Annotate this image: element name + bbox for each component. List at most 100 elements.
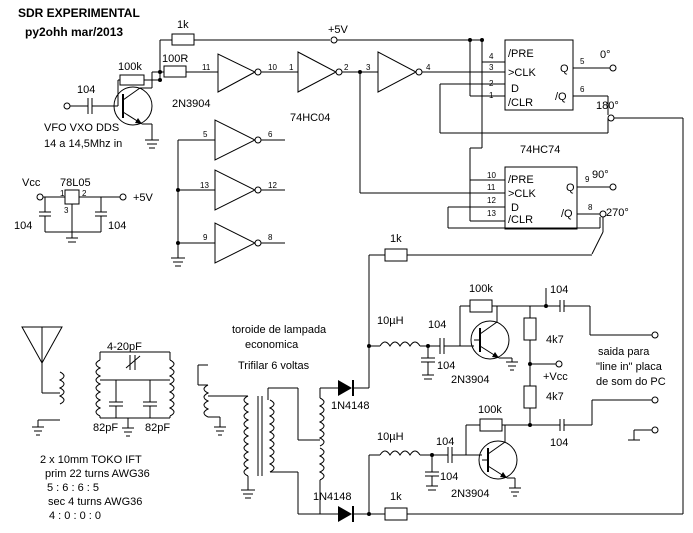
ift-description-line: 4 : 0 : 0 : 0	[49, 510, 101, 522]
regulator-pin-label: 2	[82, 189, 87, 198]
bias-resistor-bottom	[384, 507, 408, 521]
schematic-author: py2ohh mar/2013	[25, 25, 123, 39]
inverter-pin-label: 4	[426, 63, 431, 72]
inverter-pin-label: 11	[202, 63, 211, 72]
flipflop-pin-label: 5	[580, 57, 585, 66]
flipflop-input-label: >CLK	[508, 67, 536, 79]
schematic-title: SDR EXPERIMENTAL	[18, 6, 140, 20]
inverter-pin-label: 5	[203, 130, 208, 139]
audio-output-right-terminal	[651, 396, 659, 404]
ift-description-line: sec 4 turns AWG36	[48, 496, 142, 508]
flipflop-pin-label: 8	[588, 203, 593, 212]
ift-cap-left-label: 82pF	[93, 422, 118, 434]
vcc-label: +Vcc	[543, 371, 568, 383]
phase-0-label: 0°	[600, 49, 611, 61]
coupling-cap-bottom-label: 104	[436, 436, 454, 448]
diode-bottom	[338, 506, 354, 522]
bias-resistor-top	[384, 248, 408, 262]
flipflop-pin-label: 11	[487, 183, 496, 192]
flipflop-pin-label: 6	[580, 85, 585, 94]
vfo-series-resistor-label: 100R	[162, 53, 188, 65]
regulator-pin-label: 1	[60, 189, 65, 198]
audio-output-description: de som do PC	[596, 376, 666, 388]
inverter-pin-label: 8	[268, 233, 273, 242]
phase-90-terminal	[609, 183, 617, 191]
inverter-pin-label: 10	[268, 63, 277, 72]
flipflop-pin-label: 13	[487, 209, 496, 218]
ift-right-resonant-coil	[168, 359, 175, 417]
inverter-gate-unused-3	[178, 222, 285, 264]
coupling-cap-top-label: 104	[428, 319, 446, 331]
ift-left-resonant-coil	[95, 359, 102, 417]
collector-resistor-top-label: 4k7	[546, 334, 564, 346]
ift-cap-right-label: 82pF	[145, 422, 170, 434]
output-cap-bottom-label: 104	[550, 437, 568, 449]
inverter-gate-3	[377, 51, 505, 93]
inverter-pin-label: 2	[344, 63, 349, 72]
supply-label: +5V	[328, 24, 349, 36]
vfo-input-stage: 104 2N3904 100k 1k 100R	[44, 19, 330, 150]
ift-description-line: 5 : 6 : 6 : 5	[47, 482, 99, 494]
phase-90-label: 90°	[592, 169, 609, 181]
bias-resistor-bottom-label: 1k	[390, 491, 402, 503]
feedback-resistor-bottom-label: 100k	[478, 404, 502, 416]
regulator-body	[64, 189, 80, 205]
toroid-description-line: economica	[245, 339, 299, 351]
audio-output-description: "line in" placa	[596, 361, 663, 373]
shunt-cap-top-label: 104	[437, 360, 455, 372]
transistor-bottom-label: 2N3904	[451, 488, 490, 500]
phase-180-label: 180°	[596, 100, 619, 112]
inverter-pin-label: 12	[268, 181, 277, 190]
feedback-resistor-top-label: 100k	[469, 283, 493, 295]
transistor-top	[470, 320, 510, 360]
collector-resistor-bottom	[523, 385, 537, 409]
feedback-resistor-bottom	[479, 418, 503, 432]
vfo-input-terminal	[63, 102, 71, 110]
audio-output-description: saida para	[598, 346, 650, 358]
feedback-resistor-top	[469, 299, 493, 313]
inverter-gate-unused-1	[178, 119, 285, 161]
flipflop-input-label: /CLR	[508, 214, 533, 226]
transistor-top-label: 2N3904	[451, 374, 490, 386]
flipflop-input-label: /CLR	[508, 97, 533, 109]
flipflop-q-label: Q	[560, 63, 569, 75]
vcc-terminal	[555, 360, 563, 368]
diode-top-label: 1N4148	[331, 400, 370, 412]
flipflop-input-label: /PRE	[508, 174, 534, 186]
vfo-transistor	[113, 86, 153, 126]
vfo-bias-resistor-label: 100k	[118, 61, 142, 73]
inductor-top	[379, 341, 421, 347]
toroid-description-line: toroide de lampada	[232, 324, 327, 336]
flipflop-pin-label: 9	[585, 175, 590, 184]
flipflop-pin-label: 12	[487, 196, 496, 205]
voltage-regulator: Vcc 78L05 1 2 3 +5V 104 104	[14, 177, 154, 243]
inverter-pin-label: 13	[200, 181, 209, 190]
ift-output-coil	[203, 384, 210, 418]
flipflop-top: /PRE >CLK D /CLR Q /Q 4 3 2 1 5 6 0° 180…	[489, 39, 619, 122]
regulator-pin-label: 3	[64, 206, 69, 215]
flipflop-nq-label: /Q	[561, 208, 573, 220]
ift-description-line: 2 x 10mm TOKO IFT	[40, 454, 142, 466]
inverter-gate-unused-2	[178, 169, 285, 211]
flipflop-top-body	[504, 39, 574, 111]
flipflop-nq-label: /Q	[555, 91, 567, 103]
regulator-input-cap-label: 104	[14, 220, 32, 232]
ift-description-line: prim 22 turns AWG36	[45, 468, 150, 480]
inductor-bottom	[379, 450, 421, 456]
vfo-source-label: VFO VXO DDS	[44, 122, 119, 134]
transistor-bottom	[478, 440, 518, 480]
inverter-pin-label: 6	[268, 130, 273, 139]
regulator-output-label: +5V	[133, 192, 154, 204]
flipflop-input-label: D	[511, 202, 519, 214]
trimmer-label: 4-20pF	[107, 341, 142, 353]
inductor-bottom-label: 10µH	[377, 431, 404, 443]
vfo-feedback-resistor	[171, 33, 195, 46]
phase-180-terminal	[607, 114, 615, 122]
flipflop-pin-label: 10	[487, 171, 496, 180]
toroid-description-line: Trifilar 6 voltas	[238, 360, 310, 372]
inverter-pin-label: 9	[203, 233, 208, 242]
flipflop-q-label: Q	[566, 182, 575, 194]
diode-top	[338, 380, 354, 396]
amplifier-top: 10µH 104 104 2N3904 100k 4k7	[369, 283, 659, 386]
vfo-frequency-label: 14 a 14,5Mhz in	[44, 138, 122, 150]
